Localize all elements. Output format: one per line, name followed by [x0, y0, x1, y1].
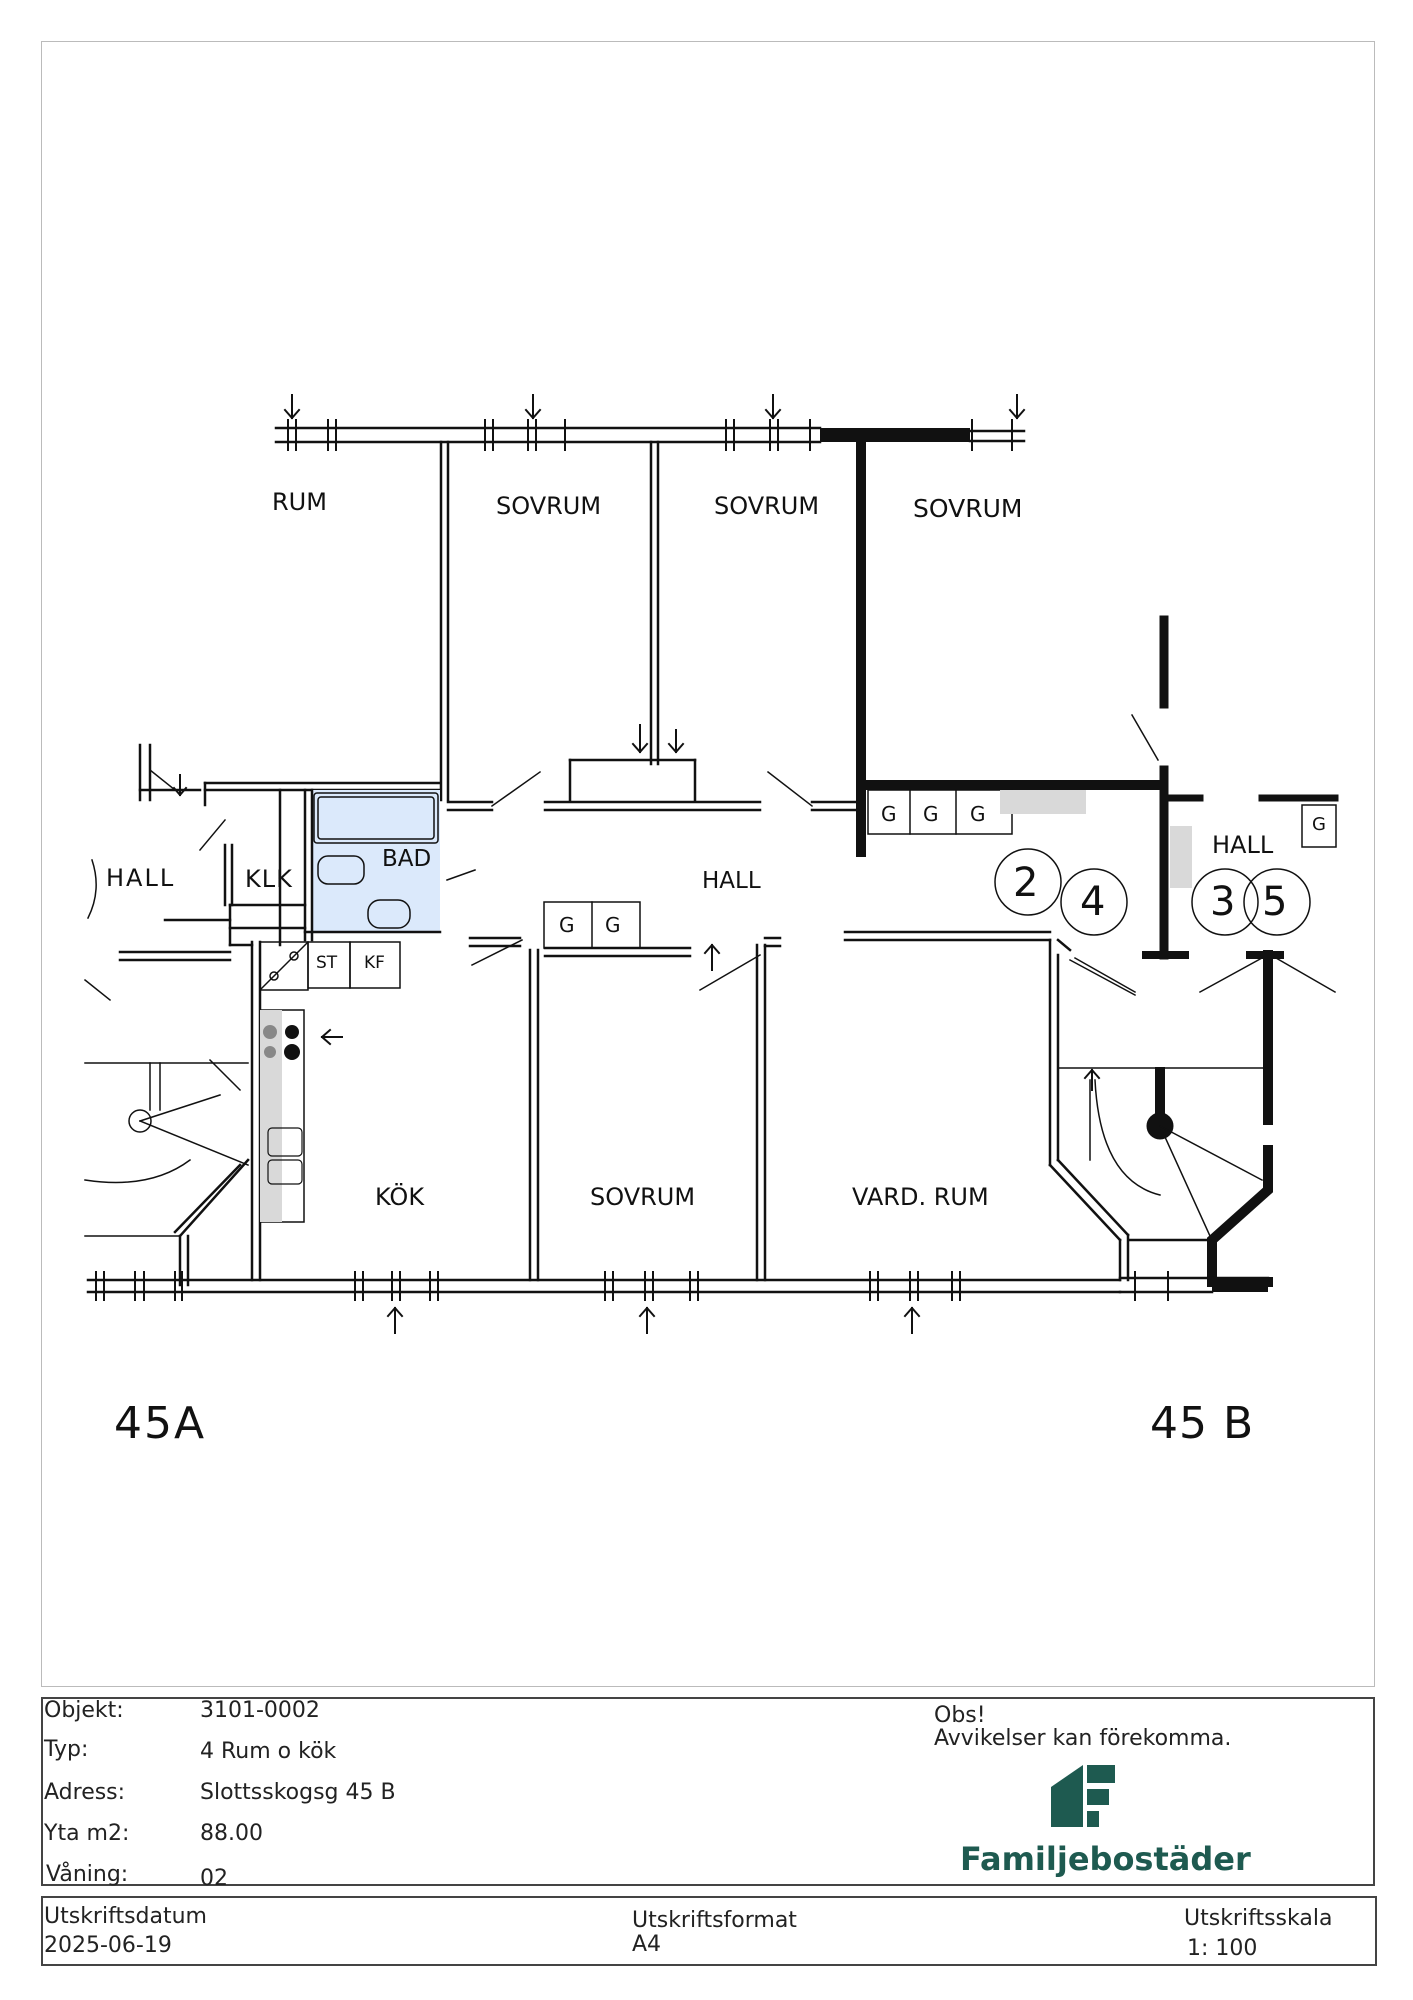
adress-label: Adress: [44, 1780, 126, 1805]
counter-shade [260, 1010, 282, 1222]
right-entrance-door-swings [1073, 956, 1337, 994]
print-date-value: 2025-06-19 [44, 1933, 172, 1958]
stair-number-4: 4 [1080, 879, 1106, 925]
stair-number-3: 3 [1210, 879, 1236, 925]
brand-name: Familjebostäder [960, 1840, 1251, 1878]
room-label-kok: KÖK [375, 1183, 425, 1211]
living-room-right-wall [1048, 938, 1212, 1282]
vaning-label: Våning: [46, 1862, 129, 1887]
closet-label-g: G [559, 913, 575, 937]
closet-label-g: G [881, 802, 897, 826]
familjebostader-logo-icon [1051, 1765, 1115, 1827]
stairwell-thick-outline [1207, 1145, 1273, 1287]
room-label-sovrum-3: SOVRUM [913, 494, 1023, 523]
door-swings-upper [446, 713, 1160, 881]
closet-label-g: G [970, 802, 986, 826]
yta-value: 88.00 [200, 1821, 263, 1846]
top-exterior-wall [274, 426, 1026, 444]
obs-label: Obs! [934, 1703, 986, 1728]
grey-shelf-right [1170, 826, 1192, 888]
fixture-label-st: ST [316, 953, 338, 973]
print-format-label: Utskriftsformat [632, 1908, 797, 1933]
lower-partition-walls [250, 940, 767, 1282]
bathroom-fixtures [313, 792, 439, 929]
top-window-marks [287, 419, 1013, 451]
left-stairwell [84, 1062, 249, 1237]
room-label-sovrum-2: SOVRUM [714, 492, 820, 520]
obs-text: Avvikelser kan förekomma. [934, 1726, 1232, 1751]
vaning-value: 02 [200, 1866, 228, 1891]
typ-value: 4 Rum o kök [200, 1739, 337, 1764]
bathroom-walls [303, 788, 442, 942]
closet-label-g: G [1312, 814, 1326, 835]
room-label-rum-partial: RUM [272, 488, 327, 516]
room-label-bad: BAD [382, 846, 432, 872]
print-block [41, 1896, 1377, 1966]
stair-number-circles [994, 848, 1311, 936]
stairwell-lines [1057, 1067, 1269, 1237]
adress-value: Slottsskogsg 45 B [200, 1780, 396, 1805]
stair-number-5: 5 [1262, 879, 1288, 925]
hall-lower-wall [118, 930, 1072, 962]
fixture-label-kf: KF [364, 953, 385, 973]
room-label-sovrum-4: SOVRUM [590, 1183, 696, 1211]
print-format-value: A4 [632, 1932, 662, 1957]
grey-shelf-upper [1000, 790, 1086, 814]
door-swings-lower [470, 938, 1137, 997]
stove [263, 1025, 300, 1060]
ventilation-arrows [172, 394, 1101, 1334]
bottom-exterior-wall [86, 1276, 1270, 1294]
closet-label-g: G [923, 802, 939, 826]
hall-upper-wall [203, 758, 860, 812]
left-unit-partial-walls [138, 743, 307, 947]
room-label-hall-main: HALL [702, 868, 761, 894]
bedroom-partition-walls [439, 440, 660, 802]
bottom-thick-segment [1212, 1278, 1268, 1292]
typ-label: Typ: [44, 1737, 89, 1762]
drawing-frame [41, 41, 1375, 1687]
entrance-label-45b: 45 B [1150, 1398, 1255, 1449]
yta-label: Yta m2: [44, 1821, 130, 1846]
sink [267, 1127, 303, 1185]
closet-label-g: G [605, 913, 621, 937]
room-label-hall-right: HALL [1212, 831, 1274, 859]
room-label-klk: KLK [245, 865, 293, 893]
print-scale-value: 1: 100 [1187, 1936, 1258, 1961]
closet-block-lower [543, 901, 641, 949]
closet-right [1301, 804, 1337, 848]
info-block [41, 1697, 1375, 1886]
objekt-value: 3101-0002 [200, 1698, 320, 1723]
print-date-label: Utskriftsdatum [44, 1904, 207, 1929]
entrance-label-45a: 45A [114, 1398, 207, 1449]
left-angled-wall [173, 1158, 250, 1287]
print-scale-label: Utskriftsskala [1184, 1906, 1333, 1931]
objekt-label: Objekt: [44, 1698, 124, 1723]
room-label-sovrum-1: SOVRUM [496, 492, 602, 520]
bottom-window-marks [95, 1271, 1169, 1301]
bathroom-floor [312, 790, 440, 932]
top-wall-thick-segment [820, 428, 970, 442]
kitchen-counter [258, 940, 401, 1223]
room-label-vard-rum: VARD. RUM [852, 1183, 989, 1211]
room-label-hall-left: HALL [106, 864, 176, 892]
stair-number-2: 2 [1013, 860, 1039, 906]
left-unit-door-swings [83, 768, 242, 1092]
